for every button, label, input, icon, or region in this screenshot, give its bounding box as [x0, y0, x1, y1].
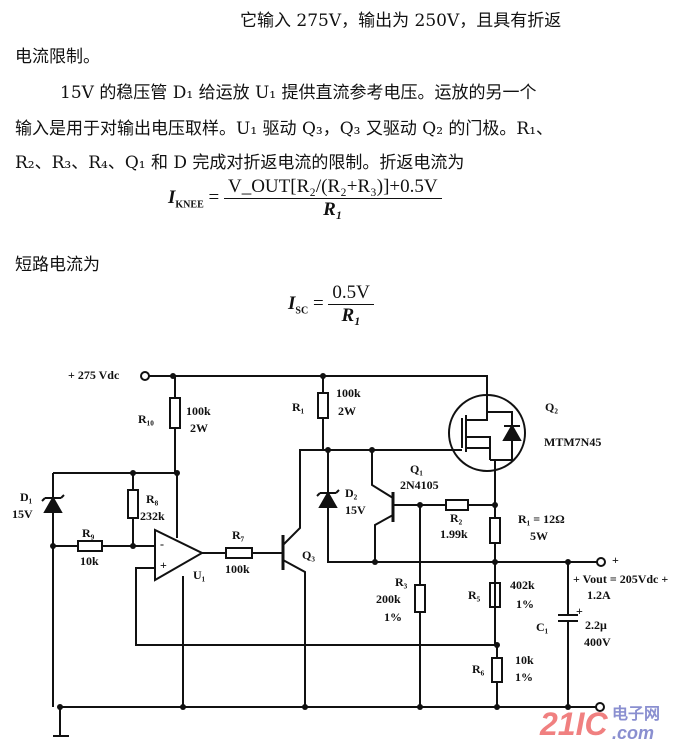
label-opamp-minus: -	[160, 537, 164, 551]
label-r1-top-watt: 2W	[338, 404, 356, 418]
label-r9: R₉	[82, 526, 95, 540]
formula-sc-lhs: I	[288, 292, 296, 314]
label-d1: D₁	[20, 490, 33, 504]
label-r2: R₂	[450, 511, 463, 525]
formula-knee-denominator: R₁	[323, 199, 343, 220]
text-line-5: R₂、R₃、R₄、Q₁ 和 D 完成对折返电流的限制。折返电流为	[15, 153, 465, 173]
text-line-3: 15V 的稳压管 D₁ 给运放 U₁ 提供直流参考电压。运放的另一个	[60, 83, 537, 103]
label-r8-value: 232k	[140, 509, 165, 523]
label-output-plus: +	[612, 553, 619, 567]
output-terminal-positive	[596, 557, 606, 567]
formula-sc-numerator: 0.5V	[328, 282, 374, 305]
formula-knee-numerator: V_OUT[R₂/(R₂+R₃)]+0.5V	[223, 176, 442, 199]
text-line-2: 电流限制。	[15, 47, 100, 67]
watermark-cn: 电子网	[612, 706, 661, 723]
formula-knee-lhs: I	[168, 186, 176, 208]
label-r3-tol: 1%	[384, 610, 402, 624]
label-vin: + 275 Vdc	[68, 368, 120, 382]
label-r5-tol: 1%	[516, 597, 534, 611]
ground-icon	[53, 707, 69, 737]
formula-sc-denominator: R₁	[341, 305, 361, 326]
resistor-r7	[225, 547, 253, 559]
label-q2-value: MTM7N45	[544, 435, 602, 449]
resistor-r10	[169, 397, 181, 429]
label-r10-watt: 2W	[190, 421, 208, 435]
resistor-r6	[491, 657, 503, 683]
label-r7: R₇	[232, 528, 245, 542]
zener-d1	[43, 495, 63, 513]
label-r5-value: 402k	[510, 578, 535, 592]
resistor-r3	[414, 584, 426, 613]
capacitor-c1	[558, 562, 578, 707]
watermark-brand: 21IC	[540, 706, 608, 742]
label-r6-value: 10k	[515, 653, 534, 667]
label-r2-value: 1.99k	[440, 527, 468, 541]
label-opamp-plus: +	[160, 558, 167, 572]
output-terminal-negative	[595, 702, 605, 712]
label-d2: D₂	[345, 486, 358, 500]
label-r5: R₅	[468, 588, 481, 602]
label-iout: 1.2A	[587, 588, 611, 602]
resistor-r5	[489, 582, 501, 608]
label-r6: R₆	[472, 662, 485, 676]
label-c1-value: 2.2μ	[585, 618, 607, 632]
label-u1: U₁	[193, 568, 206, 582]
formula-sc-sub: SC	[295, 305, 309, 317]
resistor-r2	[445, 499, 469, 511]
label-vout: + Vout = 205Vdc +	[573, 572, 669, 586]
label-r9-value: 10k	[80, 554, 99, 568]
resistor-r1-12ohm	[489, 517, 501, 544]
resistor-r9	[77, 540, 103, 552]
input-terminal	[140, 371, 150, 381]
label-c1-voltage: 400V	[584, 635, 611, 649]
label-r3-value: 200k	[376, 592, 401, 606]
label-c1: C₁	[536, 620, 549, 634]
text-line-6: 短路电流为	[15, 255, 100, 275]
label-r10-value: 100k	[186, 404, 211, 418]
label-r1: R₁ = 12Ω	[518, 512, 565, 526]
text-line-1: 它输入 275V，输出为 250V，且具有折返	[240, 11, 562, 31]
opamp-u1	[154, 528, 205, 582]
resistor-r8	[127, 489, 139, 519]
label-r8: R₈	[146, 492, 159, 506]
watermark-com: .com	[612, 723, 655, 743]
resistor-r1-100k	[317, 392, 329, 419]
watermark-logo: 21IC 电子网 .com	[540, 706, 660, 743]
label-r10: R₁₀	[138, 412, 154, 426]
text-line-4: 输入是用于对输出电压取样。U₁ 驱动 Q₃，Q₃ 又驱动 Q₂ 的门极。R₁、	[15, 119, 554, 139]
mosfet-q2	[448, 394, 526, 472]
label-d1-value: 15V	[12, 507, 33, 521]
label-r3: R₃	[395, 575, 408, 589]
label-r6-tol: 1%	[515, 670, 533, 684]
label-q1: Q₁	[410, 462, 423, 476]
label-c1-plus: +	[576, 604, 583, 618]
label-q3: Q₃	[302, 548, 315, 562]
junction-dots	[50, 373, 571, 710]
label-r1-top: R₁	[292, 400, 305, 414]
label-q2: Q₂	[545, 400, 558, 414]
formula-knee-sub: KNEE	[175, 199, 204, 211]
label-d2-value: 15V	[345, 503, 366, 517]
label-r1-top-value: 100k	[336, 386, 361, 400]
label-r1-watt: 5W	[530, 529, 548, 543]
zener-d2	[318, 490, 338, 508]
label-q1-value: 2N4105	[400, 478, 439, 492]
label-r7-value: 100k	[225, 562, 250, 576]
